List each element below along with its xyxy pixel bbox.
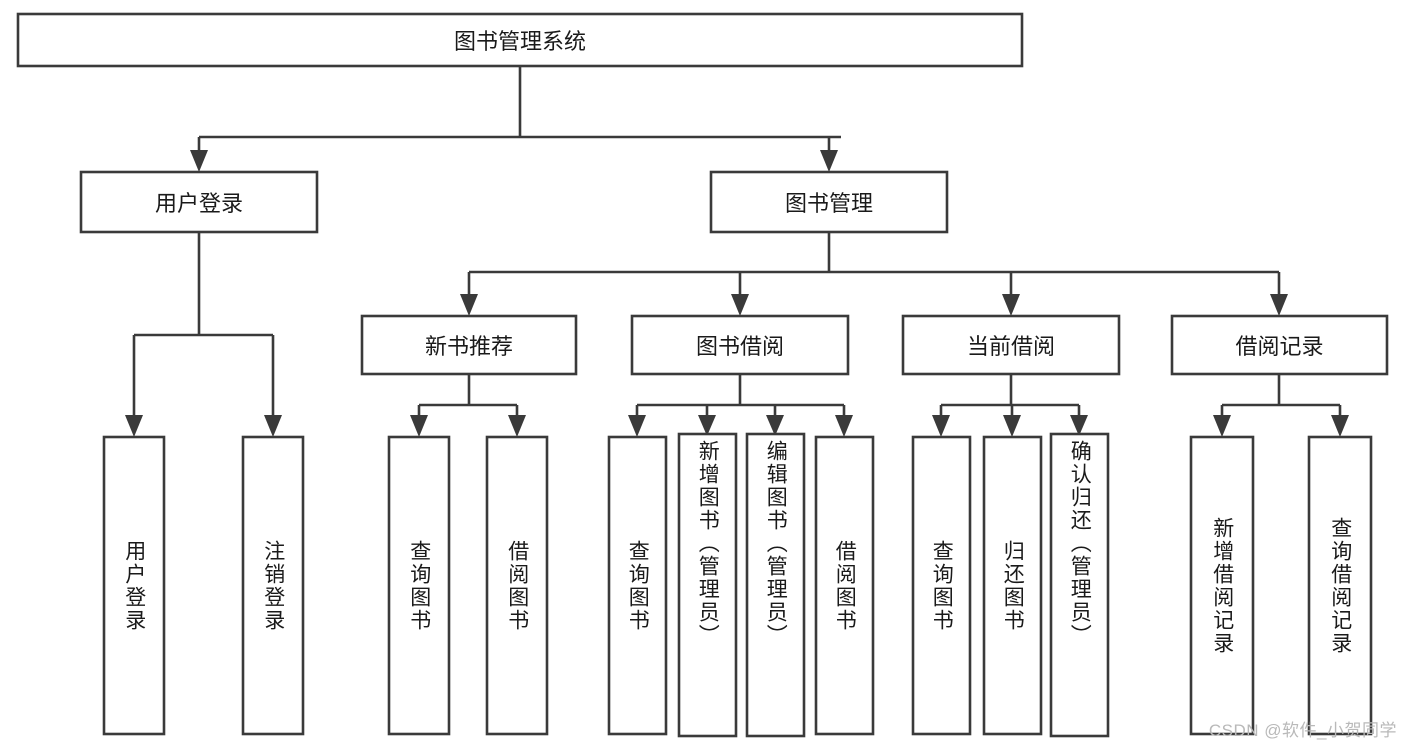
connector-newbook-to-leaves [410,374,526,437]
connector-root-to-level2 [190,66,841,172]
node-box-leaf-user-login[interactable] [102,435,166,736]
connector-borrowrecord-to-leaves [1213,374,1349,437]
connector-userlogin-to-leaves [125,232,282,437]
node-box-leaf-borrow-book-recommend[interactable] [485,435,549,736]
node-box-current-borrow[interactable] [901,314,1121,376]
node-box-leaf-add-borrow-record[interactable] [1189,435,1255,736]
node-box-leaf-edit-book-admin[interactable] [745,432,806,738]
node-box-leaf-add-book-admin[interactable] [677,432,738,738]
node-box-leaf-return-book[interactable] [982,435,1043,736]
node-box-leaf-borrow-book[interactable] [814,435,875,736]
node-box-leaf-query-book-current[interactable] [911,435,972,736]
node-box-user-login[interactable] [79,170,319,234]
node-box-leaf-query-borrow-record[interactable] [1307,435,1373,736]
node-box-leaf-logout[interactable] [241,435,305,736]
node-box-book-borrow[interactable] [630,314,850,376]
node-box-new-book-recommend[interactable] [360,314,578,376]
connector-bookmgmt-to-level3 [460,232,1288,316]
node-box-leaf-confirm-return-admin[interactable] [1049,432,1110,738]
node-box-borrow-record[interactable] [1170,314,1389,376]
node-box-book-management[interactable] [709,170,949,234]
connector-currentborrow-to-leaves [932,374,1088,437]
node-box-leaf-query-book-borrow[interactable] [607,435,668,736]
node-box-leaf-query-book-recommend[interactable] [387,435,451,736]
connector-bookborrow-to-leaves [628,374,853,437]
node-box-root[interactable] [16,12,1024,68]
